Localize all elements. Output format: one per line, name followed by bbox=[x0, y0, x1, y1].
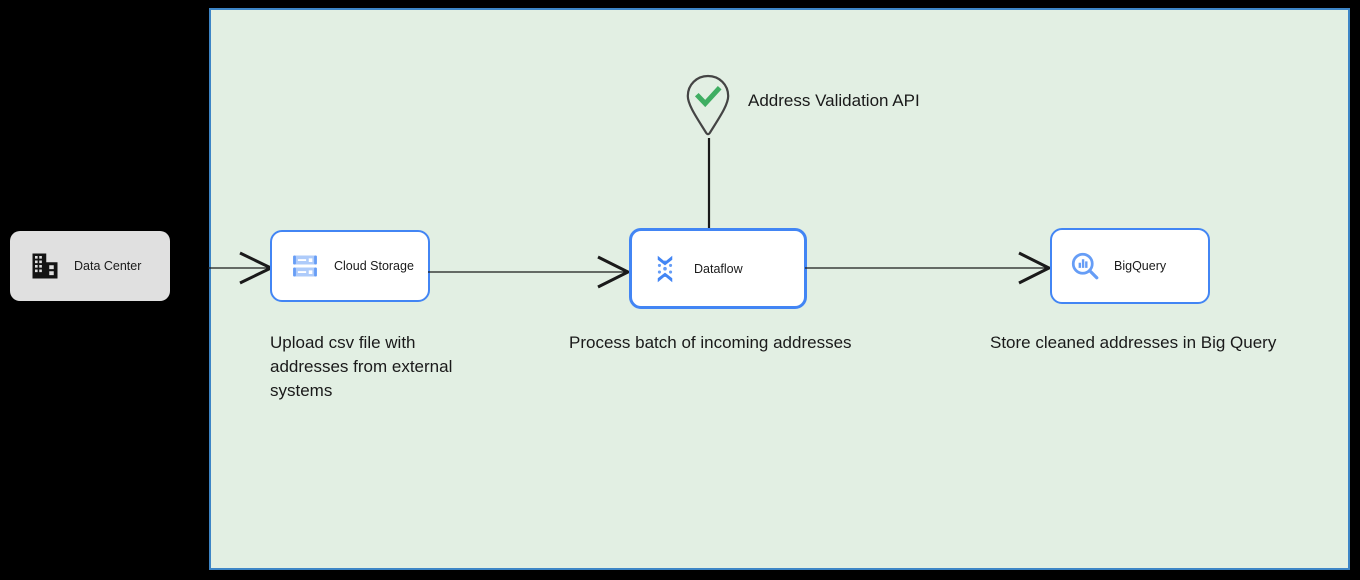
node-data-center[interactable]: Data Center bbox=[10, 231, 170, 301]
dataflow-icon bbox=[657, 255, 673, 282]
bigquery-icon bbox=[1071, 252, 1099, 280]
building-icon bbox=[32, 253, 58, 279]
node-bigquery[interactable]: BigQuery bbox=[1050, 228, 1210, 304]
map-pin-check-icon[interactable] bbox=[685, 74, 731, 136]
caption-upload: Upload csv file with addresses from exte… bbox=[270, 333, 453, 400]
caption-store: Store cleaned addresses in Big Query bbox=[990, 333, 1277, 352]
node-cloud-storage[interactable]: Cloud Storage bbox=[270, 230, 430, 302]
node-cloud-storage-label: Cloud Storage bbox=[334, 259, 414, 273]
node-data-center-label: Data Center bbox=[74, 259, 142, 273]
cloud-storage-icon bbox=[293, 255, 317, 277]
node-dataflow-label: Dataflow bbox=[694, 261, 743, 276]
node-dataflow[interactable]: Dataflow bbox=[629, 228, 807, 309]
node-bigquery-label: BigQuery bbox=[1114, 259, 1167, 273]
address-validation-api-label: Address Validation API bbox=[748, 91, 920, 110]
caption-process: Process batch of incoming addresses bbox=[569, 333, 852, 352]
